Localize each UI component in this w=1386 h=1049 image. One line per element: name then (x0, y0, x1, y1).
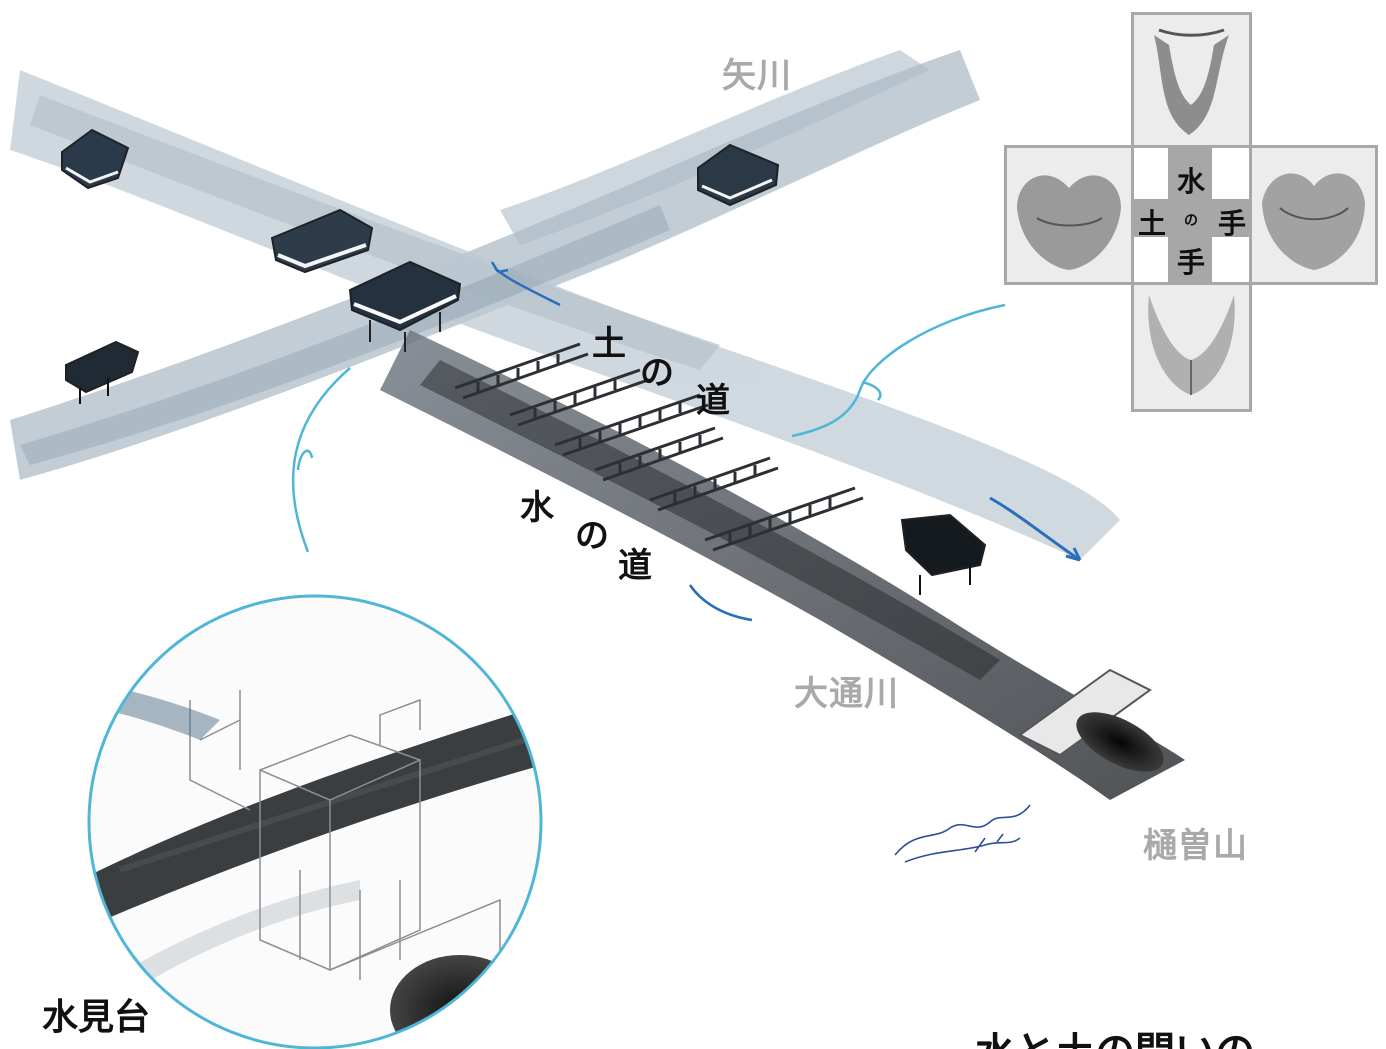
place-label-hisoyama: 樋曽山 (1143, 826, 1248, 866)
hands-bottom-panel (1131, 282, 1252, 412)
signature (894, 804, 1031, 863)
earth-road-char-3: 道 (696, 381, 730, 421)
emblem-char-top: 水 (1177, 165, 1206, 198)
building-6 (900, 513, 987, 595)
arrow-lower (688, 584, 753, 622)
hands-left-icon (1007, 148, 1131, 282)
crossing-5 (649, 456, 779, 512)
inset-circle (87, 594, 543, 1049)
hands-emblem: 水 土 の 手 手 (1004, 12, 1378, 412)
inset-label-mizumidai: 水見台 (42, 997, 151, 1038)
building-4 (65, 340, 140, 404)
river-label-yagawa: 矢川 (722, 56, 792, 96)
crossing-6 (704, 486, 864, 552)
building-1 (61, 128, 130, 190)
flow-arrows (490, 261, 1082, 622)
hands-left-panel (1004, 145, 1134, 285)
building-3 (348, 260, 462, 352)
hands-right-panel (1249, 145, 1378, 285)
water-road-char-2: の (575, 516, 609, 556)
crossing-1 (454, 342, 589, 400)
cycle-curves (291, 303, 1006, 553)
crossings (454, 342, 864, 552)
river-label-odorigawa: 大通川 (794, 674, 899, 714)
crossing-4 (594, 426, 724, 482)
emblem-char-left: 土 (1138, 207, 1167, 240)
emblem-char-middle: の (1184, 213, 1198, 229)
crossing-3 (554, 393, 709, 457)
hands-bottom-icon (1134, 285, 1249, 409)
hands-right-icon (1252, 148, 1375, 282)
arrow-flow-right (989, 496, 1081, 562)
water-road-char-3: 道 (618, 546, 652, 586)
earth-road-char-2: の (640, 353, 674, 393)
hands-top-icon (1134, 15, 1249, 145)
building-2 (270, 208, 374, 274)
emblem-cross-horizontal (1131, 199, 1252, 237)
tunnel-portal (1018, 668, 1164, 772)
building-5 (697, 143, 780, 207)
emblem-char-bottom: 手 (1177, 246, 1206, 279)
river-band-upper (10, 70, 1120, 560)
crossing-2 (509, 368, 649, 427)
hands-top-panel (1131, 12, 1252, 148)
water-road-char-1: 水 (520, 488, 554, 528)
bottom-caption-text: 水と土の間いの (975, 1032, 1255, 1049)
emblem-char-right: 手 (1218, 207, 1247, 240)
earth-road-char-1: 土 (592, 324, 626, 364)
bottom-caption-cut: 水と土の間いの (975, 1032, 1255, 1049)
buildings (61, 128, 987, 595)
